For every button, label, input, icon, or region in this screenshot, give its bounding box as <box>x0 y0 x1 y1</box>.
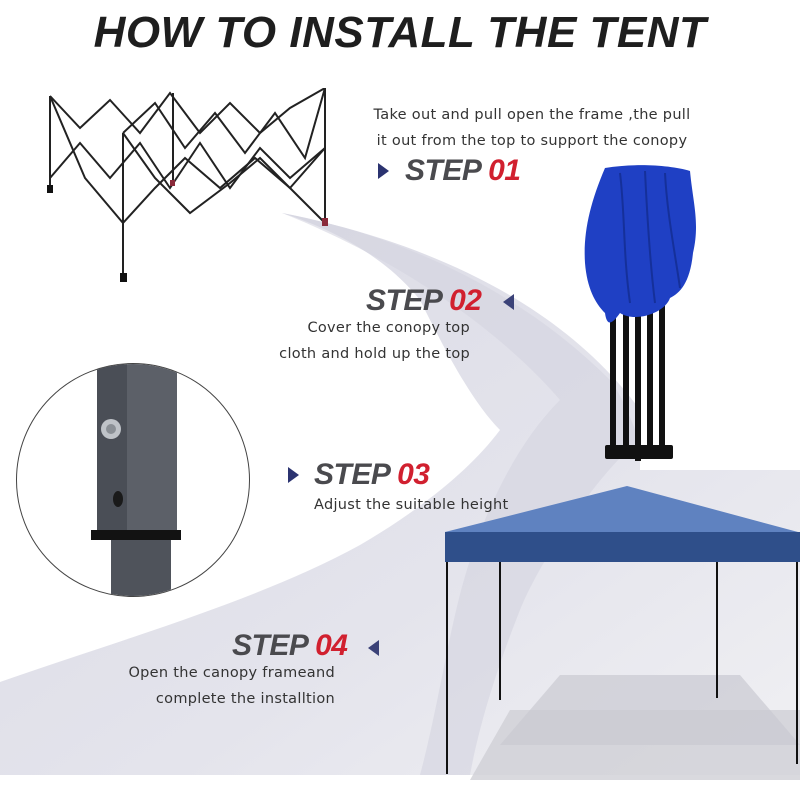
step4-line1: Open the canopy frameand <box>128 665 335 681</box>
step3-label: STEP <box>314 458 390 491</box>
step4-line2: complete the installtion <box>155 691 335 707</box>
step3-description: Adjust the suitable height <box>314 492 508 518</box>
step4-description: Open the canopy frameand complete the in… <box>110 660 335 712</box>
step2-label: STEP <box>366 284 442 317</box>
step2-line2: cloth and hold up the top <box>279 346 470 362</box>
step3-line1: Adjust the suitable height <box>314 497 509 513</box>
step1-number: 01 <box>488 154 521 187</box>
finished-tent-image <box>445 486 800 780</box>
step4-heading: STEP 04 <box>232 629 348 662</box>
step1-line2: it out from the top to support the conop… <box>376 133 688 149</box>
leg-closeup-image <box>16 363 250 597</box>
step4-label: STEP <box>232 629 308 662</box>
step1-description: Take out and pull open the frame ,the pu… <box>372 102 692 154</box>
step3-arrow-icon <box>288 467 299 483</box>
frame-image <box>47 88 328 282</box>
step2-number: 02 <box>449 284 482 317</box>
step2-arrow-icon <box>503 294 514 310</box>
step1-line1: Take out and pull open the frame ,the pu… <box>373 107 691 123</box>
folded-canopy-image <box>584 165 697 461</box>
step3-heading: STEP 03 <box>314 458 430 491</box>
step2-heading: STEP 02 <box>366 284 482 317</box>
step2-line1: Cover the conopy top <box>307 320 470 336</box>
step1-label: STEP <box>405 154 481 187</box>
step1-arrow-icon <box>378 163 389 179</box>
page-title: HOW TO INSTALL THE TENT <box>93 8 707 57</box>
step4-number: 04 <box>315 629 348 662</box>
step2-description: Cover the conopy top cloth and hold up t… <box>250 315 470 367</box>
step3-number: 03 <box>397 458 430 491</box>
step1-heading: STEP 01 <box>405 154 521 187</box>
step4-arrow-icon <box>368 640 379 656</box>
